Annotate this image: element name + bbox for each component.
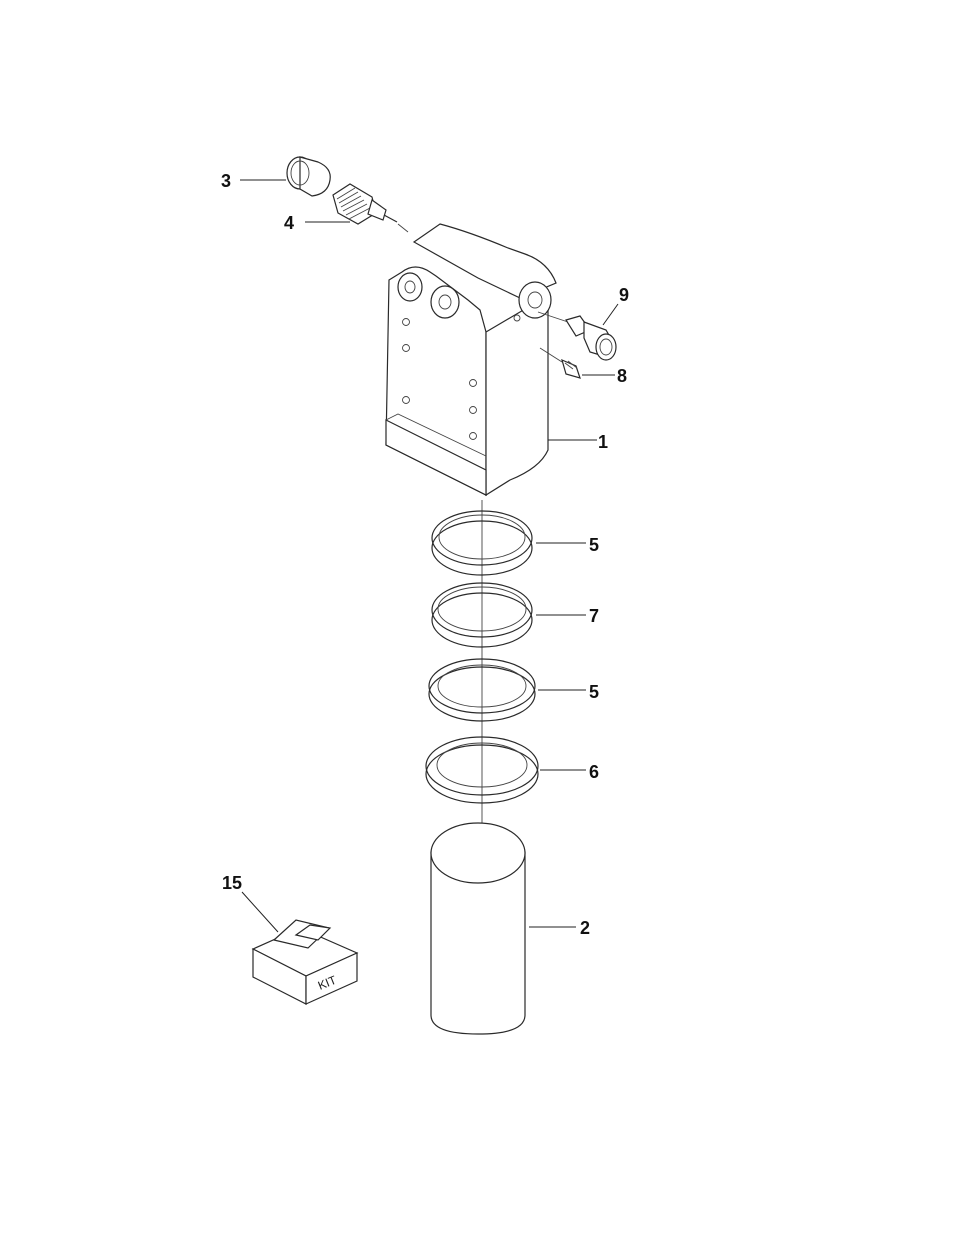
callout-7: 7 xyxy=(589,606,599,626)
part-4-threaded-fitting xyxy=(333,184,408,232)
part-1-filter-head xyxy=(386,224,556,495)
callout-9: 9 xyxy=(619,285,629,305)
callout-1: 1 xyxy=(598,432,608,452)
part-15-kit-box: KIT xyxy=(253,920,357,1004)
callout-6: 6 xyxy=(589,762,599,782)
callout-2: 2 xyxy=(580,918,590,938)
leader-9 xyxy=(603,304,618,325)
part-2-filter-canister xyxy=(431,823,525,1034)
callout-8: 8 xyxy=(617,366,627,386)
callout-5a: 5 xyxy=(589,535,599,555)
callout-3: 3 xyxy=(221,171,231,191)
part-3-plug xyxy=(287,157,330,196)
callout-15: 15 xyxy=(222,873,242,893)
leader-15 xyxy=(242,892,278,932)
callout-5b: 5 xyxy=(589,682,599,702)
callout-4: 4 xyxy=(284,213,294,233)
part-9-switch xyxy=(538,312,616,360)
